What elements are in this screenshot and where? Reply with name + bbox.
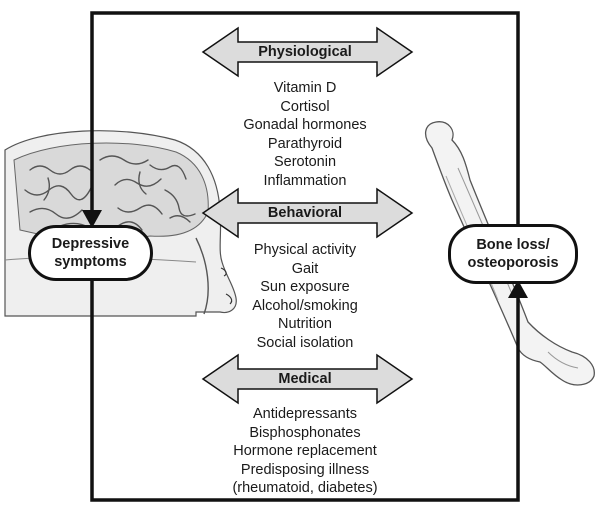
band-label-medical: Medical (278, 371, 332, 387)
factor-item: Nutrition (278, 316, 332, 333)
factor-item: Gait (291, 260, 319, 277)
factor-item: Gonadal hormones (243, 117, 367, 134)
factor-item: Inflammation (263, 172, 347, 189)
arrow-up-into-bone-loss (508, 280, 528, 298)
band-label-behavioral: Behavioral (267, 205, 343, 221)
factor-item: Antidepressants (253, 406, 357, 422)
node-label-line: osteoporosis (467, 255, 559, 271)
factor-list-behavioral: Physical activity Gait Sun exposure Alco… (215, 241, 395, 353)
band-label-physiological: Physiological (258, 44, 352, 60)
factor-item: Sun exposure (260, 279, 350, 296)
node-label-line: Depressive (51, 236, 130, 252)
factor-item: Hormone replacement (233, 443, 377, 460)
factor-list-physiological: Vitamin D Cortisol Gonadal hormones Para… (215, 79, 395, 191)
factor-item: Cortisol (280, 98, 330, 115)
brain-illustration (4, 130, 237, 317)
node-bone-loss-osteoporosis: Bone loss/ osteoporosis (448, 224, 578, 284)
node-label-line: symptoms (54, 254, 127, 270)
factor-item: Predisposing illness (240, 461, 370, 478)
factor-item: Physical activity (253, 242, 357, 258)
factor-item: (rheumatoid, diabetes) (232, 480, 378, 497)
factor-item: Alcohol/smoking (252, 297, 358, 314)
factor-item: Serotonin (273, 154, 337, 171)
factor-item: Vitamin D (273, 80, 337, 96)
factor-item: Bisphosphonates (249, 424, 361, 441)
factor-item: Parathyroid (267, 135, 343, 152)
double-arrow-physiological (201, 26, 414, 78)
arrow-down-into-depressive (82, 210, 102, 228)
node-label-line: Bone loss/ (476, 237, 550, 253)
factor-item: Social isolation (256, 334, 354, 351)
node-depressive-symptoms: Depressive symptoms (28, 225, 153, 281)
double-arrow-behavioral (201, 187, 414, 239)
double-arrow-medical (201, 353, 414, 405)
factor-list-medical: Antidepressants Bisphosphonates Hormone … (215, 405, 395, 498)
feedback-loop (90, 11, 520, 502)
